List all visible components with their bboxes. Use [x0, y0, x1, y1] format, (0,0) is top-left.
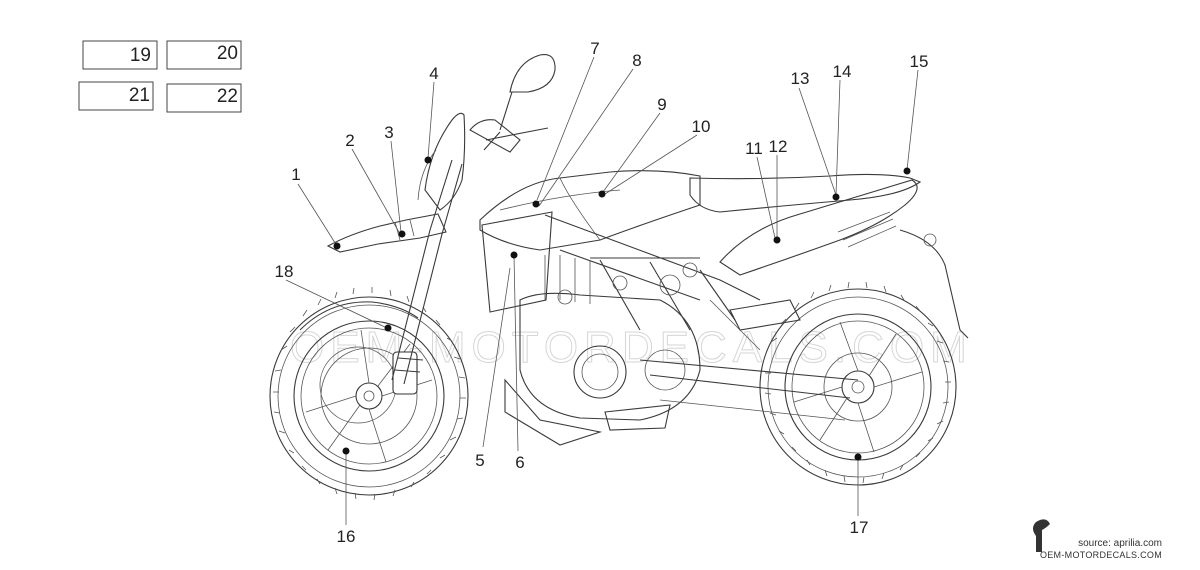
callout-3: 3: [384, 123, 393, 142]
callout-dot-6: [510, 251, 518, 259]
decal-box-19: 19: [82, 40, 158, 70]
decal-box-19-label: 19: [130, 45, 151, 66]
callout-dot-1: [333, 242, 341, 250]
callout-14: 14: [833, 62, 852, 81]
callout-labels: 1 2 3 4 5 6 7 8 9 10 11 12 13 14 15 16 1…: [275, 39, 929, 546]
decal-box-20: 20: [166, 40, 242, 70]
watermark: OEM-MOTORDECALS.COM: [290, 323, 973, 372]
callout-dot-2-3: [398, 230, 406, 238]
callout-15: 15: [910, 52, 929, 71]
callout-13: 13: [791, 69, 810, 88]
callout-7: 7: [590, 39, 599, 58]
decal-box-20-label: 20: [217, 43, 238, 64]
leader-lines: [285, 56, 919, 525]
callout-10: 10: [692, 117, 711, 136]
source-credit: source: aprilia.com OEM-MOTORDECALS.COM: [1033, 519, 1162, 560]
decal-box-21-label: 21: [129, 85, 150, 106]
decal-box-22: 22: [166, 83, 242, 113]
callout-dot-4: [424, 156, 432, 164]
callout-5: 5: [475, 451, 484, 470]
decal-box-22-label: 22: [217, 86, 238, 107]
source-text: source: aprilia.com: [1078, 538, 1162, 549]
callout-dot-13-14: [832, 193, 840, 201]
callout-dot-7-8: [532, 200, 540, 208]
callout-6: 6: [515, 453, 524, 472]
callout-12: 12: [769, 137, 788, 156]
callout-18: 18: [275, 262, 294, 281]
callout-16: 16: [337, 527, 356, 546]
callout-dot-11-12: [773, 236, 781, 244]
logo-icon: [1033, 519, 1050, 552]
callout-dot-18: [384, 324, 392, 332]
callout-dot-17: [854, 453, 862, 461]
callout-dots: [333, 156, 911, 461]
callout-9: 9: [657, 95, 666, 114]
callout-11: 11: [745, 139, 763, 158]
callout-4: 4: [429, 64, 438, 83]
motorcycle-drawing: [269, 54, 969, 501]
callout-2: 2: [345, 131, 354, 150]
callout-dot-16: [342, 447, 350, 455]
callout-17: 17: [850, 518, 869, 537]
callout-8: 8: [632, 51, 641, 70]
decal-box-21: 21: [78, 81, 154, 111]
callout-dot-15: [903, 167, 911, 175]
callout-1: 1: [291, 165, 300, 184]
front-wheel: [269, 287, 469, 501]
callout-dot-9-10: [598, 190, 606, 198]
site-text: OEM-MOTORDECALS.COM: [1040, 550, 1162, 560]
